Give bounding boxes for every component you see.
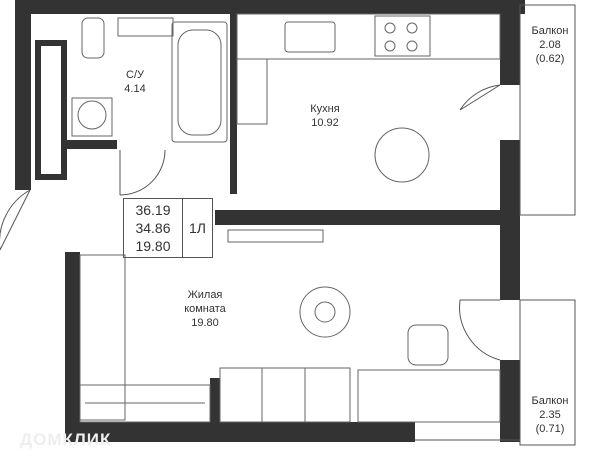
room-area: 10.92 [311,117,339,129]
room-name: Жилая [187,289,223,301]
room-name: С/У [126,69,144,81]
wardrobe-bottom [79,384,211,423]
room-area: 2.35 [539,409,561,421]
wall-left-upper [15,0,31,190]
door-living-balcony [459,299,501,361]
rug [299,286,351,338]
tv-stand [227,229,324,243]
kitchen-counter [236,13,501,60]
room-area: 4.14 [124,83,146,95]
room-area: 2.08 [539,39,561,51]
door-kitchen-balcony [459,84,501,111]
balcony-top [519,4,576,216]
chair [407,324,449,366]
area-summary: 36.19 34.86 19.80 1Л [123,198,213,258]
room-label-balcony-top: Балкон 2.08 (0.62) [522,24,578,66]
wall-right-lower [500,360,520,442]
bathtub [171,21,228,143]
room-name: комната [184,303,226,315]
room-area: 19.80 [191,317,219,329]
furniture [71,13,501,423]
wall-bottom [65,422,415,442]
total-area: 36.19 [135,202,171,218]
wall-living-left [65,252,80,442]
wardrobe [79,254,126,421]
living-area: 19.80 [135,238,171,254]
room-count: 1Л [189,220,206,236]
living-total-area: 34.86 [135,220,171,236]
room-name: Балкон [531,25,569,37]
room-label-balcony-bottom: Балкон 2.35 (0.71) [522,394,578,436]
room-note: (0.62) [535,53,565,65]
sofa [219,367,351,423]
wall-top [15,0,525,14]
balconies [415,4,576,446]
room-label-bathroom: С/У 4.14 [110,68,160,96]
toilet [81,17,105,59]
room-note: (0.71) [535,423,565,435]
room-name: Балкон [531,395,569,407]
room-name: Кухня [310,103,340,115]
wall-right-mid [500,140,520,300]
wall-bath-bottom [65,140,117,149]
washer [77,100,107,130]
door-bath [119,149,166,196]
watermark: ДОМКЛИК [20,430,112,449]
balcony-bottom [519,299,576,446]
room-label-kitchen: Кухня 10.92 [295,102,355,130]
kitchen-sink [284,21,336,53]
wall-kitchen-right [500,0,520,85]
walls [15,0,525,442]
dining-table [374,127,430,183]
wall-bath-right [230,14,237,194]
sink-bath [117,17,174,37]
wall-partition [215,210,505,225]
desk [357,369,501,423]
room-label-living: Жилая комната 19.80 [170,288,240,330]
wall-pillar [210,378,220,424]
stove [374,15,431,57]
doors [0,84,501,361]
door-entrance [0,189,31,251]
